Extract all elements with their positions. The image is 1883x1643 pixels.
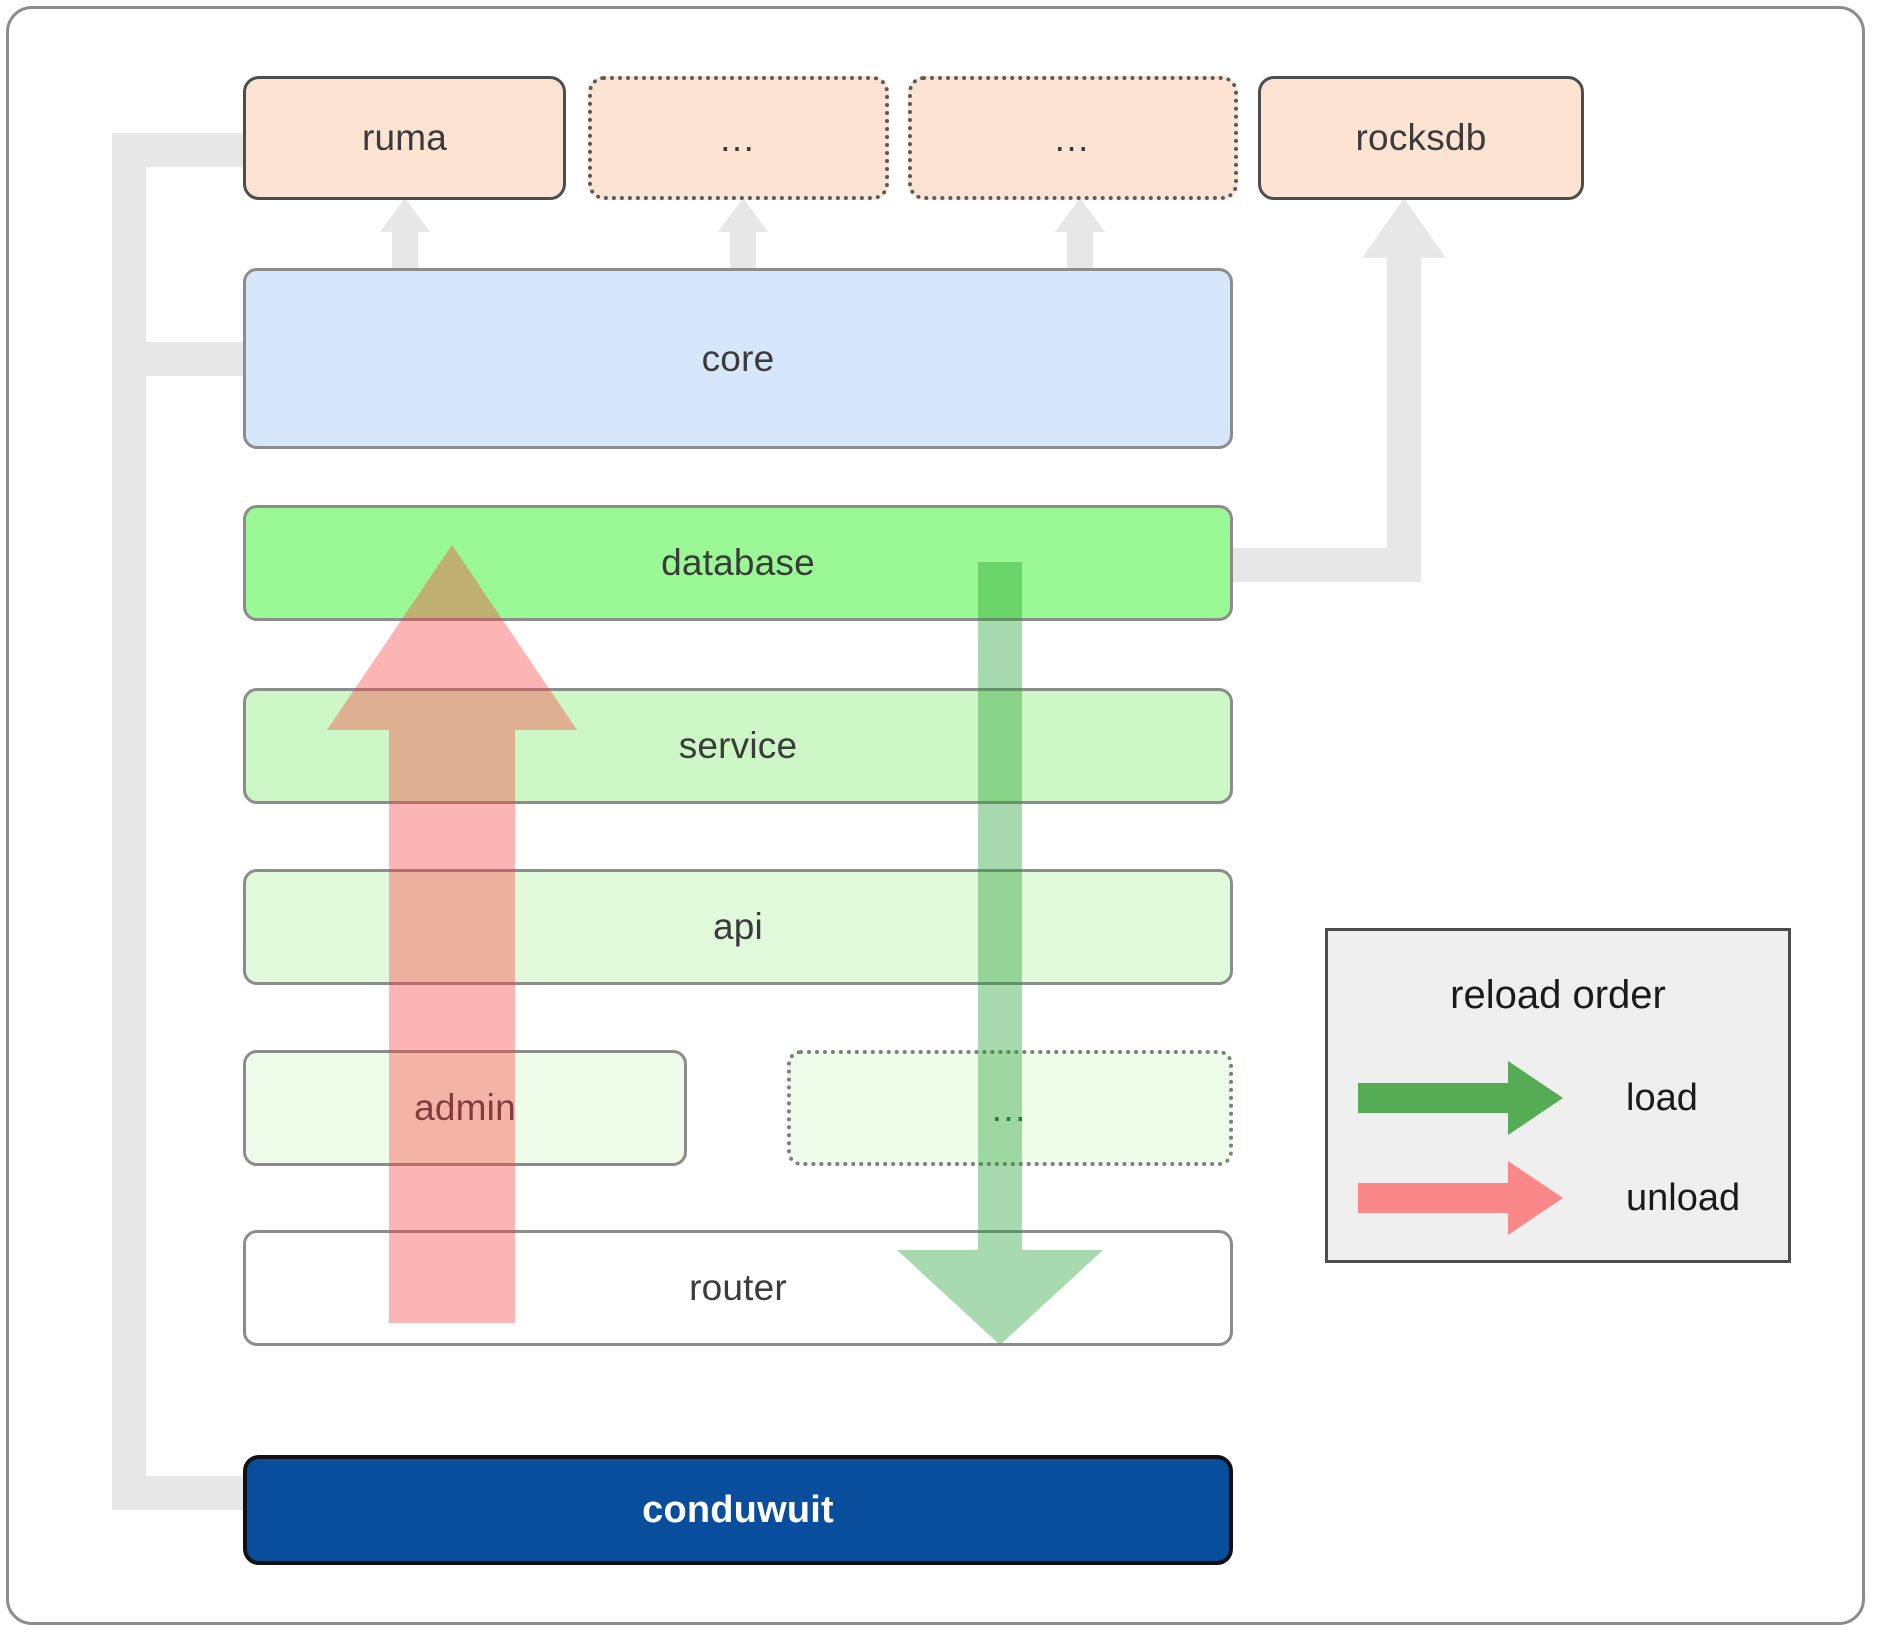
layer-label: api bbox=[713, 906, 763, 947]
layer-box-database[interactable]: database bbox=[243, 505, 1233, 621]
legend-panel: reload order load unload bbox=[1325, 928, 1791, 1263]
legend-label-unload: unload bbox=[1626, 1176, 1741, 1219]
layer-label: core bbox=[701, 337, 775, 379]
unload-arrow-swatch bbox=[1358, 1153, 1588, 1243]
dependency-label: rocksdb bbox=[1355, 117, 1487, 158]
layer-box-ellipsis[interactable]: … bbox=[787, 1050, 1233, 1166]
layer-box-api[interactable]: api bbox=[243, 869, 1233, 985]
legend-label-load: load bbox=[1626, 1076, 1698, 1119]
diagram-frame bbox=[6, 6, 1865, 1625]
layer-box-admin[interactable]: admin bbox=[243, 1050, 687, 1166]
dependency-box-ruma[interactable]: ruma bbox=[243, 76, 566, 200]
legend-row-load: load bbox=[1328, 1053, 1788, 1143]
layer-label: service bbox=[678, 725, 798, 766]
layer-box-core[interactable]: core bbox=[243, 268, 1233, 449]
layer-box-service[interactable]: service bbox=[243, 688, 1233, 804]
dependency-box-ellipsis-2[interactable]: … bbox=[908, 76, 1238, 200]
dependency-box-rocksdb[interactable]: rocksdb bbox=[1258, 76, 1584, 200]
dependency-box-ellipsis-1[interactable]: … bbox=[588, 76, 889, 200]
layer-label: admin bbox=[414, 1087, 516, 1128]
legend-row-unload: unload bbox=[1328, 1153, 1788, 1243]
legend-title: reload order bbox=[1450, 973, 1666, 1017]
application-label: conduwuit bbox=[642, 1488, 834, 1531]
layer-label: … bbox=[990, 1087, 1030, 1129]
layer-box-router[interactable]: router bbox=[243, 1230, 1233, 1346]
load-arrow-swatch bbox=[1358, 1053, 1588, 1143]
dependency-label: … bbox=[718, 117, 759, 159]
layer-label: router bbox=[689, 1267, 787, 1308]
dependency-label: … bbox=[1053, 117, 1093, 159]
application-box-conduwuit[interactable]: conduwuit bbox=[243, 1455, 1233, 1565]
dependency-label: ruma bbox=[361, 117, 448, 158]
layer-label: database bbox=[661, 542, 815, 583]
